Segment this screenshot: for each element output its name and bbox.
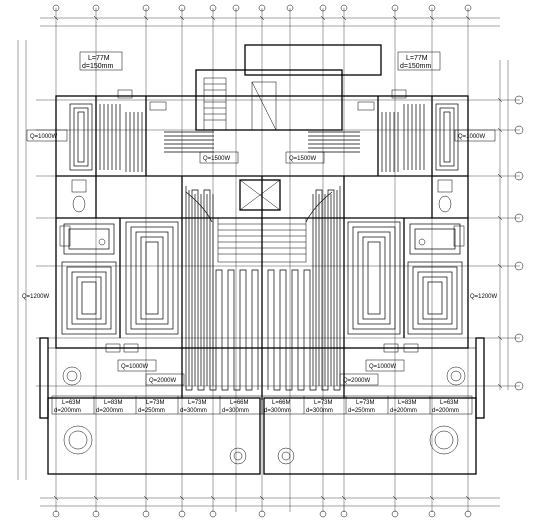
pipe-tag-b8-length: L=73M — [356, 400, 375, 406]
bathroom-fixtures — [59, 179, 465, 247]
pipe-tag-spacing: d=150mm — [400, 63, 431, 70]
axis-bubbles — [52, 4, 524, 518]
pipe-tag-top-right: L=77M d=150mm — [397, 51, 441, 71]
axis-grid — [17, 8, 520, 512]
heating-coil-right-bedroom — [347, 221, 401, 335]
building-walls — [39, 44, 485, 475]
heating-coil-left-room — [61, 223, 117, 335]
pipe-tag-b5-spacing: d=300mm — [222, 408, 249, 414]
heat-load-q1000-bottom-left: Q=1000W — [121, 364, 149, 370]
pipe-tag-b4-length: L=73M — [188, 400, 207, 406]
pipe-tag-b1-length: L=63M — [62, 400, 81, 406]
heat-load-q1000-right: Q=1000W — [458, 134, 486, 140]
pipe-tag-b5-length: L=66M — [230, 400, 249, 406]
pipe-tag-b7-spacing: d=300mm — [306, 408, 333, 414]
pipe-tag-b8-spacing: d=250mm — [348, 408, 375, 414]
pipe-tag-b3-spacing: d=250mm — [138, 408, 165, 414]
pipe-tag-b7-length: L=73M — [314, 400, 333, 406]
pipe-tag-length: L=77M — [88, 55, 110, 62]
elevator-shaft — [239, 179, 281, 211]
heating-coil-left-bedroom — [125, 221, 179, 335]
heating-coil-left-living — [185, 186, 259, 391]
heating-coil-top-right — [381, 103, 459, 172]
stair-top — [203, 77, 277, 131]
pipe-tag-b10-spacing: d=200mm — [432, 408, 459, 414]
pipe-tags-bottom: L=63M d=200mm L=83M d=200mm L=73M d=250m… — [51, 395, 473, 415]
heat-load-q2000-left: Q=2000W — [149, 378, 177, 384]
heat-load-q1000-left: Q=1000W — [30, 134, 58, 140]
heating-coil-center — [164, 131, 360, 223]
pipe-tag-b1-spacing: d=200mm — [54, 408, 81, 414]
heat-load-q1500-right: Q=1500W — [289, 156, 317, 162]
pipe-tag-length: L=77M — [406, 55, 428, 62]
manifold-boxes — [105, 89, 419, 353]
pipe-tag-b3-length: L=73M — [146, 400, 165, 406]
pipe-tag-b4-spacing: d=300mm — [180, 408, 207, 414]
heat-load-q1200-left: Q=1200W — [22, 294, 50, 300]
pipe-tag-b9-length: L=83M — [398, 400, 417, 406]
stair-center — [217, 217, 307, 263]
pipe-tag-spacing: d=150mm — [82, 63, 113, 70]
heat-load-labels: Q=1000W Q=1000W Q=1500W Q=1500W Q=1200W … — [22, 129, 498, 386]
heat-load-q1000-bottom-right: Q=1000W — [369, 364, 397, 370]
pipe-tag-b9-spacing: d=200mm — [390, 408, 417, 414]
pipe-tag-b2-spacing: d=200mm — [96, 408, 123, 414]
pipe-tag-b10-length: L=63M — [440, 400, 459, 406]
heat-load-q1200-right: Q=1200W — [470, 294, 498, 300]
heat-load-q2000-right: Q=2000W — [343, 378, 371, 384]
pipe-tag-b6-spacing: d=300mm — [264, 408, 291, 414]
pipe-tag-b6-length: L=66M — [272, 400, 291, 406]
pipe-tag-top-left: L=77M d=150mm — [79, 51, 123, 71]
dimension-ticks — [53, 15, 503, 501]
pipe-tag-b2-length: L=83M — [104, 400, 123, 406]
heating-coil-top-left — [69, 103, 143, 172]
heat-load-q1500-left: Q=1500W — [203, 156, 231, 162]
heating-coil-right-room — [407, 223, 463, 335]
tree-symbols — [62, 366, 466, 465]
heating-coil-right-living — [267, 186, 341, 391]
